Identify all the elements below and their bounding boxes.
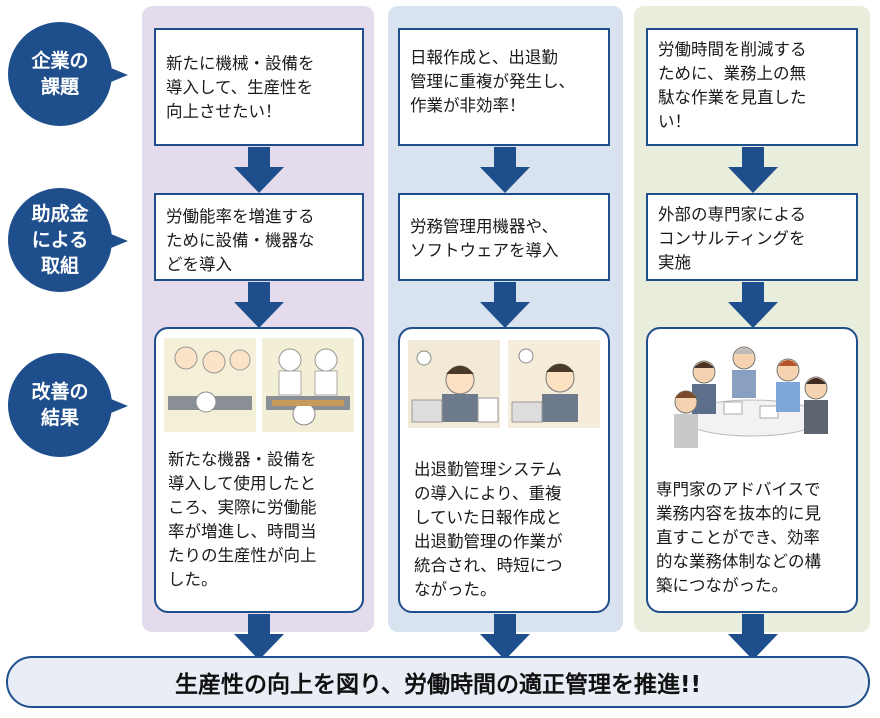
- factory-workers-illustration: [164, 338, 354, 432]
- row-label-result: 改善の 結果: [8, 353, 128, 457]
- arrow-down-icon: [480, 147, 530, 193]
- arrow-down-icon: [480, 282, 530, 328]
- result-text-3: 専門家のアドバイスで 業務内容を抜本的に見 直すことができ、効率 的な業務体制な…: [656, 480, 821, 595]
- arrow-down-icon: [728, 614, 778, 660]
- row-label-action: 助成金 による 取組: [8, 188, 128, 292]
- issue-box-3: 労働時間を削減する ために、業務上の無 駄な作業を見直した い！: [646, 28, 858, 146]
- action-box-3: 外部の専門家による コンサルティングを 実施: [646, 193, 858, 281]
- arrow-down-icon: [234, 614, 284, 660]
- issue-box-1: 新たに機械・設備を 導入して、生産性を 向上させたい！: [154, 28, 364, 146]
- row-label-issue: 企業の 課題: [8, 22, 128, 126]
- conclusion-text: 生産性の向上を図り、労働時間の適正管理を推進!!: [174, 672, 702, 698]
- arrow-down-icon: [728, 282, 778, 328]
- office-worker-illustration: [408, 340, 600, 428]
- consulting-meeting-illustration: [674, 346, 828, 448]
- result-text-2: 出退勤管理システム の導入により、重複 していた日報作成と 出退勤管理の作業が …: [414, 460, 563, 599]
- result-text-1: 新たな機器・設備を 導入して使用したと ころ、実際に労働能 率が増進し、時間当 …: [168, 450, 317, 589]
- arrow-down-icon: [480, 614, 530, 660]
- conclusion-banner: 生産性の向上を図り、労働時間の適正管理を推進!!: [6, 656, 870, 708]
- arrow-down-icon: [728, 147, 778, 193]
- issue-box-2: 日報作成と、出退勤 管理に重複が発生し、 作業が非効率！: [398, 28, 610, 146]
- arrow-down-icon: [234, 147, 284, 193]
- action-box-2: 労務管理用機器や、 ソフトウェアを導入: [398, 193, 610, 281]
- arrow-down-icon: [234, 282, 284, 328]
- action-box-1: 労働能率を増進する ために設備・機器な どを導入: [154, 193, 364, 281]
